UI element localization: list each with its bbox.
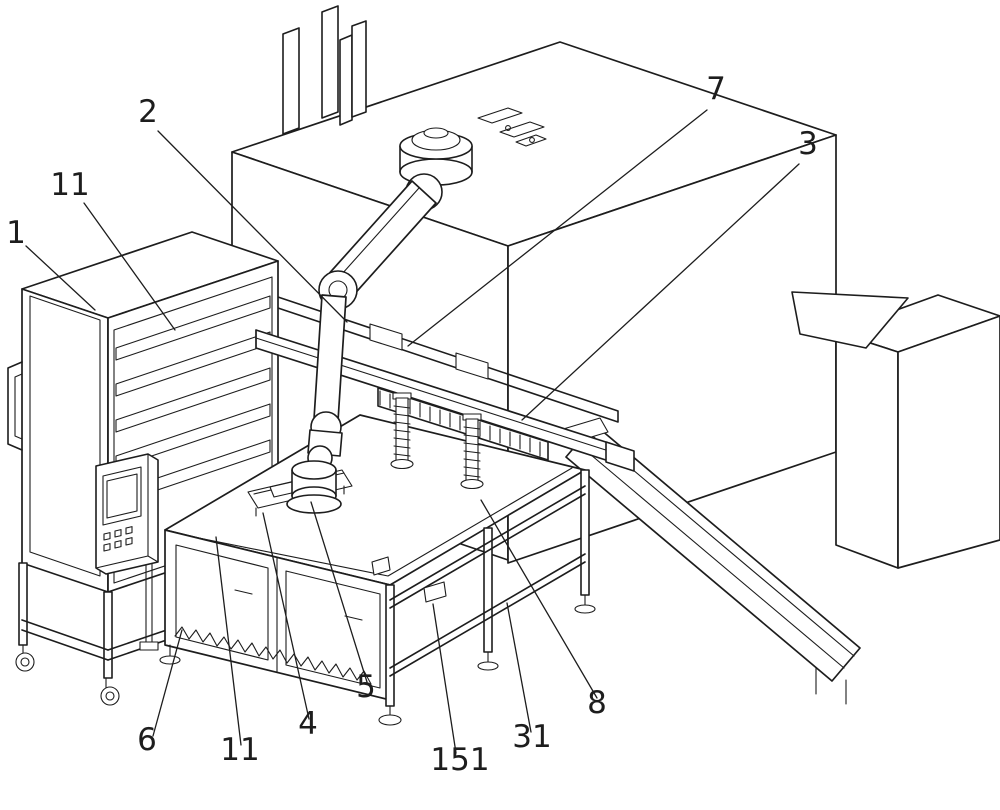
leader-line-7 (407, 109, 708, 347)
ref-label-7: 7 (706, 71, 726, 107)
ref-label-2: 2 (138, 94, 158, 130)
toothed-rail (255, 329, 635, 472)
frame-bracket (371, 556, 391, 576)
ref-label-151: 151 (430, 742, 489, 778)
leader-line-3 (521, 163, 800, 421)
rail-end-plate (605, 441, 635, 472)
leader-line-5 (310, 501, 368, 683)
panel-handle[interactable] (234, 589, 363, 621)
drawing-root: 1 11 2 7 3 6 11 4 5 151 31 8 (6, 5, 1000, 778)
top-panel-components (477, 107, 547, 147)
table-frame (371, 469, 590, 707)
ref-label-31: 31 (512, 719, 551, 755)
robot-arm (307, 127, 473, 471)
hmi-buttons[interactable] (103, 526, 133, 552)
hmi-screen[interactable] (102, 466, 142, 526)
outfeed-conveyor-ramp (559, 417, 861, 705)
leader-line-6 (152, 629, 183, 737)
cabinet-handle[interactable] (7, 361, 23, 451)
leader-line-2 (157, 130, 348, 323)
hmi-panel[interactable] (95, 453, 159, 651)
ref-label-11-top: 11 (50, 167, 89, 203)
leader-line-1 (25, 245, 96, 311)
track-carriage (369, 323, 403, 351)
leader-line-11-bottom (215, 536, 242, 746)
leader-line-8 (480, 499, 598, 699)
leader-line-11-top (83, 202, 176, 331)
linear-track (271, 294, 619, 423)
track-carriage (455, 352, 489, 380)
ref-label-11-bottom: 11 (220, 732, 259, 768)
ref-label-3: 3 (798, 126, 818, 162)
ref-label-4: 4 (298, 706, 318, 742)
spool-cylinder (286, 460, 342, 514)
ref-label-5: 5 (356, 669, 376, 705)
caster-wheel (15, 644, 35, 672)
leader-line-4 (262, 512, 310, 720)
ref-label-1: 1 (6, 215, 26, 251)
ref-label-8: 8 (587, 685, 607, 721)
frame-bracket (423, 581, 447, 603)
leader-line-151 (432, 603, 457, 754)
caster-wheel (100, 677, 120, 706)
frame-posts (282, 5, 367, 135)
ref-label-6: 6 (137, 722, 157, 758)
machine-chute-flap (791, 291, 909, 349)
right-machine (791, 291, 1000, 569)
leader-lines (25, 109, 800, 754)
serrated-strip (174, 626, 372, 685)
screw-posts (390, 392, 484, 490)
leader-line-31 (506, 602, 532, 733)
reference-labels: 1 11 2 7 3 6 11 4 5 151 31 8 (6, 71, 818, 778)
